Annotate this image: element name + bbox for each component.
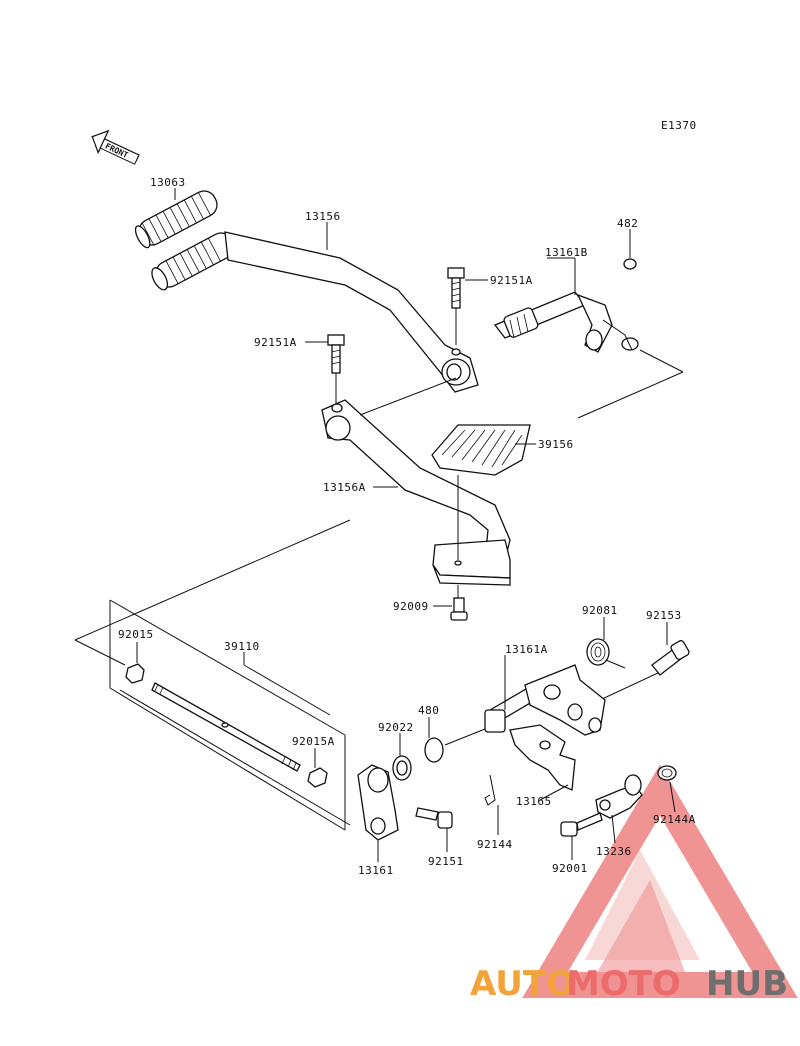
label-92144a: 92144A xyxy=(653,813,696,826)
label-13063: 13063 xyxy=(150,176,186,189)
label-92022: 92022 xyxy=(378,721,414,734)
rod-39110 xyxy=(151,682,301,772)
label-92151a-upper: 92151A xyxy=(490,274,533,287)
label-13156: 13156 xyxy=(305,210,341,223)
shaft-13161a xyxy=(484,664,606,736)
label-13165: 13165 xyxy=(516,795,552,808)
watermark-auto: AUTO xyxy=(470,964,575,1004)
diagram-code: E1370 xyxy=(661,119,697,132)
label-92153: 92153 xyxy=(646,609,682,622)
label-92009: 92009 xyxy=(393,600,429,613)
grip-rubber-13063 xyxy=(134,190,235,291)
watermark-text: AUTO MOTO HUB xyxy=(470,964,788,1004)
label-39156: 39156 xyxy=(538,438,574,451)
bolt-92151a-upper xyxy=(447,267,465,345)
nut-92015 xyxy=(125,663,145,684)
plate-13165 xyxy=(509,724,576,791)
front-arrow-icon: FRONT xyxy=(91,129,140,165)
label-92001: 92001 xyxy=(552,862,588,875)
label-92144: 92144 xyxy=(477,838,513,851)
shift-lever-13156 xyxy=(224,231,479,393)
circlip-482 xyxy=(623,258,637,270)
label-92015: 92015 xyxy=(118,628,154,641)
bolt-92151a-left xyxy=(327,334,345,405)
nut-92015a xyxy=(307,767,328,788)
bolt-92001 xyxy=(560,812,603,837)
label-39110: 39110 xyxy=(224,640,260,653)
watermark-logo-mark xyxy=(522,764,798,998)
arm-13161 xyxy=(357,764,399,841)
label-482: 482 xyxy=(617,217,638,230)
label-13161b: 13161B xyxy=(545,246,588,259)
circlip-480 xyxy=(424,737,444,763)
bolt-92151 xyxy=(415,807,453,829)
label-92151a-left: 92151A xyxy=(254,336,297,349)
part-labels: 13063 13156 13161B 482 92151A 92151A 391… xyxy=(118,176,696,877)
label-480: 480 xyxy=(418,704,439,717)
watermark-hub: HUB xyxy=(706,964,788,1004)
lever-13156a xyxy=(321,399,511,586)
label-13156a: 13156A xyxy=(323,481,366,494)
screw-92009 xyxy=(450,585,468,621)
label-92015a: 92015A xyxy=(292,735,335,748)
label-13161a: 13161A xyxy=(505,643,548,656)
label-13236: 13236 xyxy=(596,845,632,858)
label-13161: 13161 xyxy=(358,864,394,877)
spring-92081 xyxy=(586,638,626,669)
label-92081: 92081 xyxy=(582,604,618,617)
label-92151: 92151 xyxy=(428,855,464,868)
spring-92144 xyxy=(484,774,496,806)
shaft-13161b xyxy=(493,291,639,353)
spring-92144a xyxy=(657,765,677,781)
watermark-moto: MOTO xyxy=(566,964,681,1004)
assembly-lines xyxy=(74,349,684,831)
leader-lines xyxy=(136,188,676,862)
pin-92153 xyxy=(651,640,690,676)
pedal-pad-39156 xyxy=(431,424,531,560)
